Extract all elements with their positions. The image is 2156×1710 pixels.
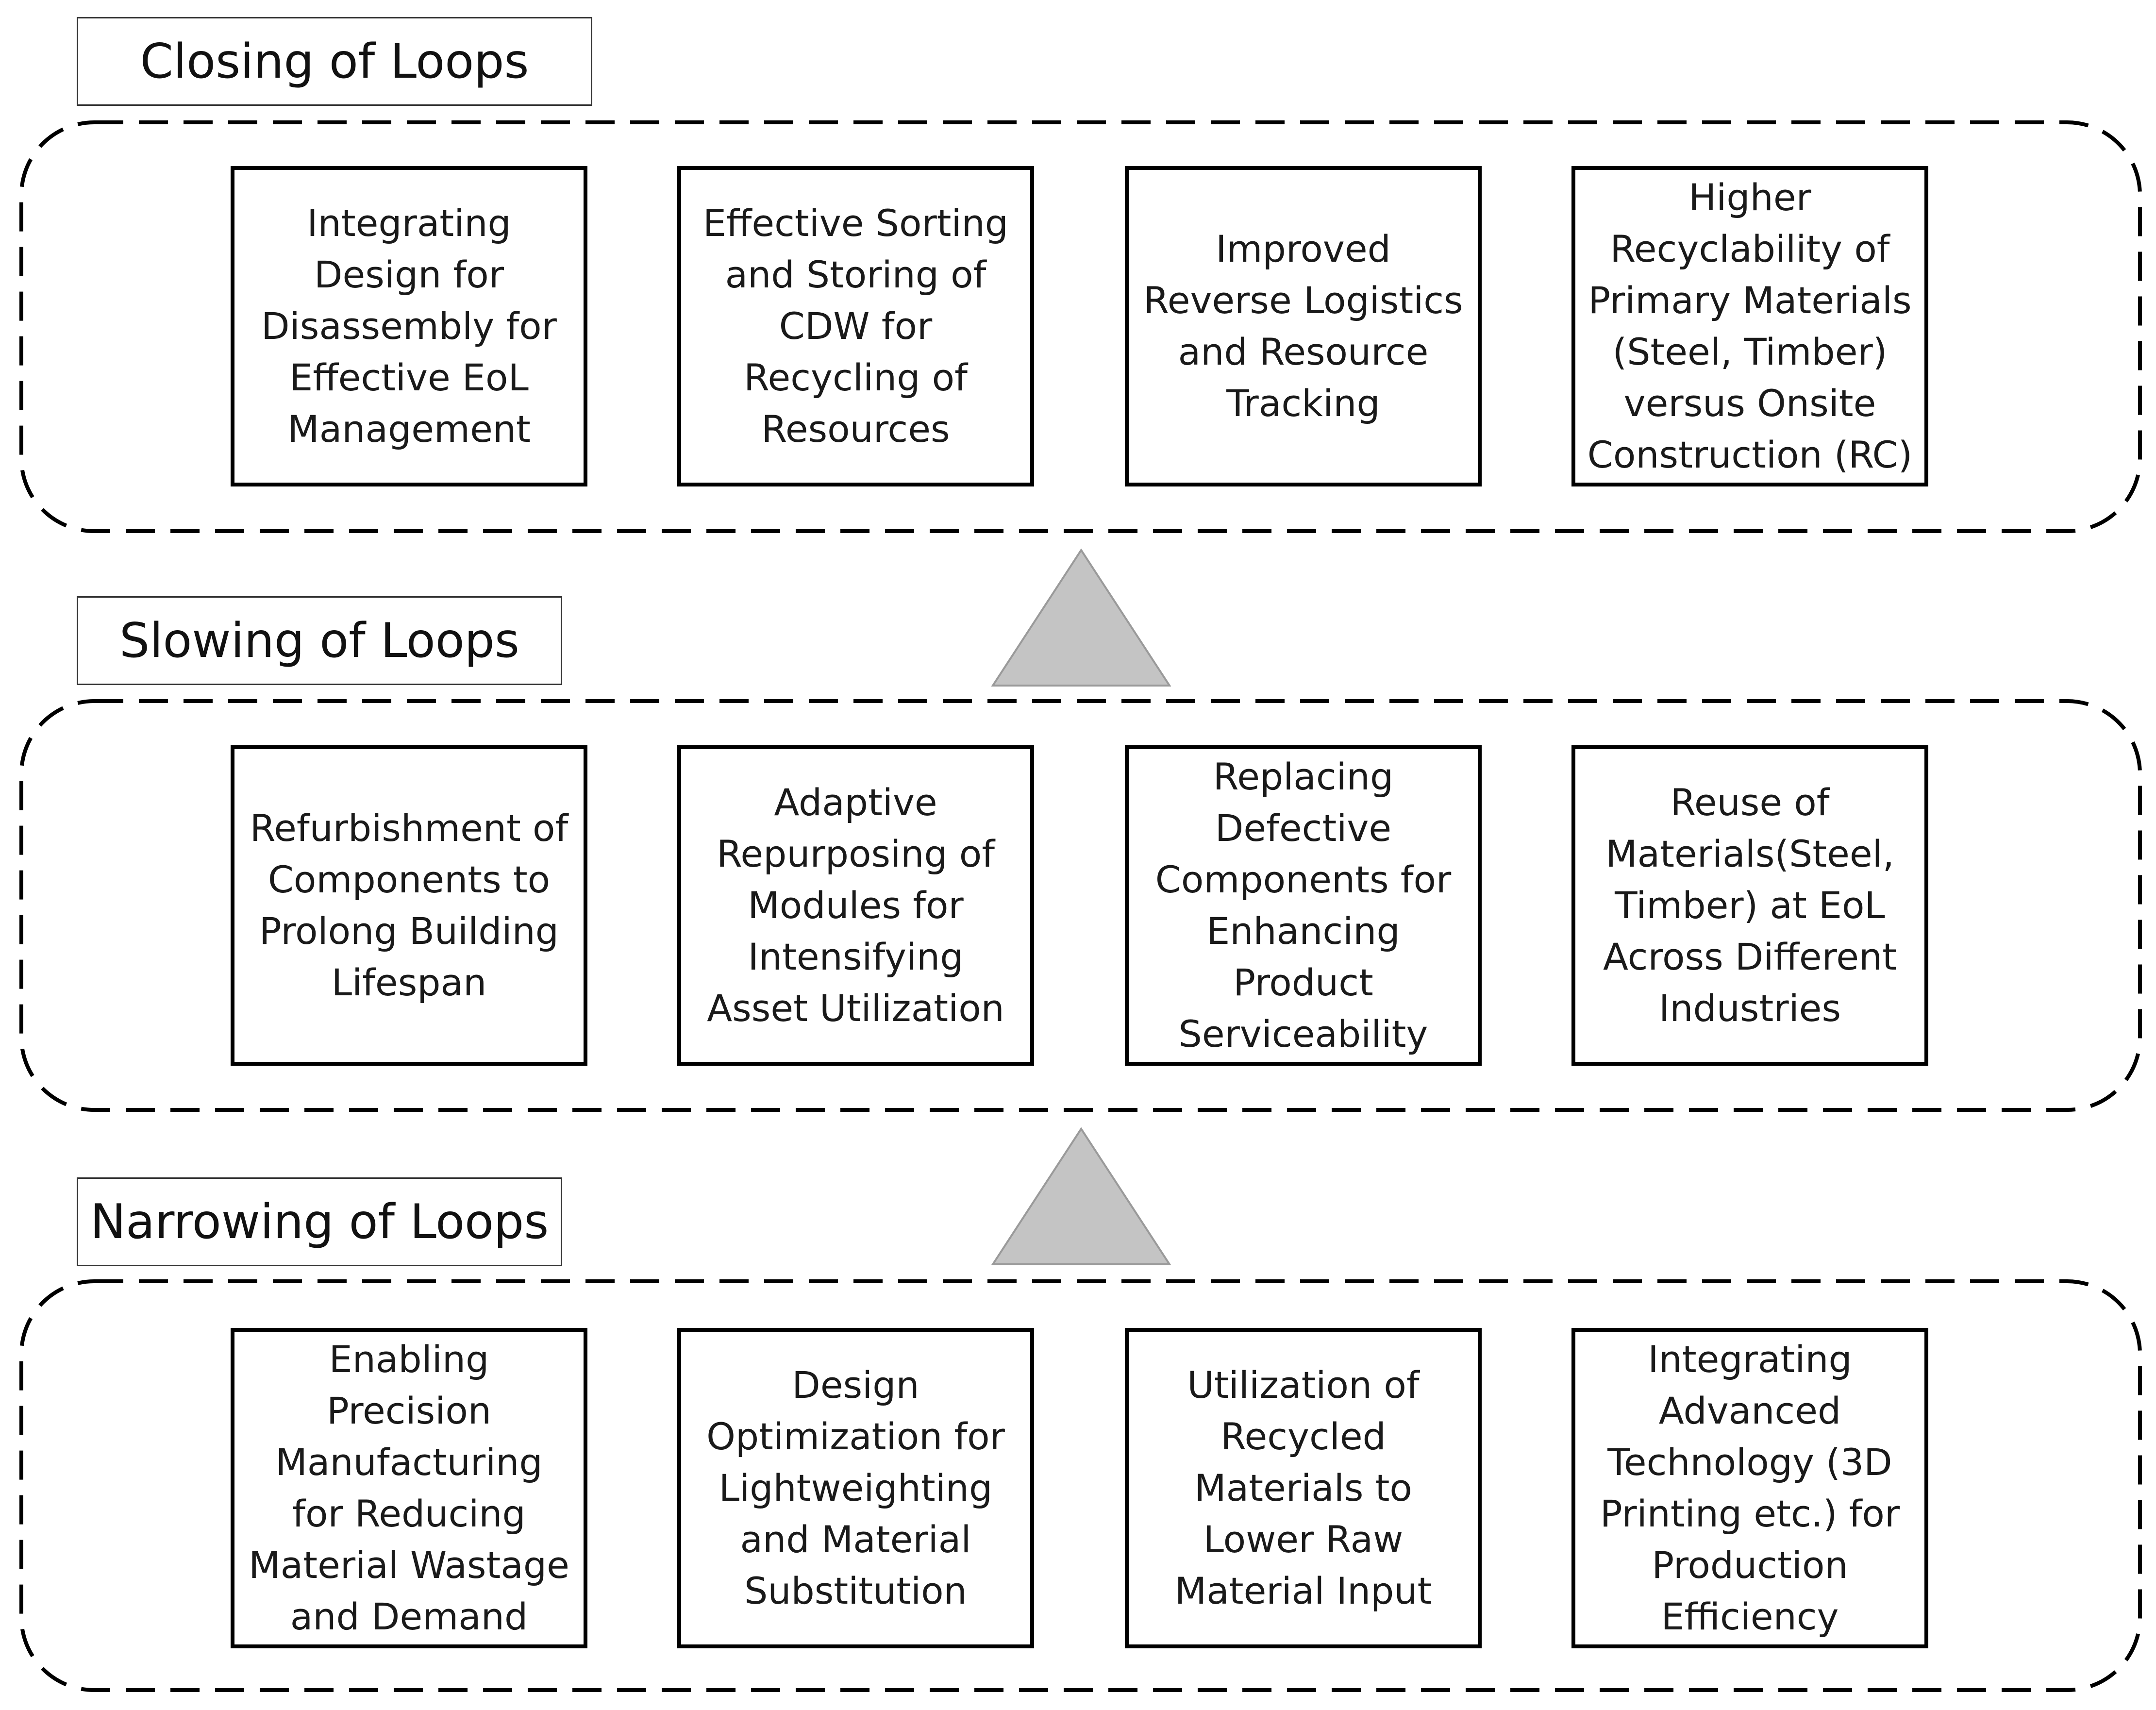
closing-item-1-label: Integrating Design for Disassembly for E… bbox=[261, 201, 557, 451]
closing-item-2-label: Effective Sorting and Storing of CDW for… bbox=[702, 201, 1009, 451]
slowing-item-2: Adaptive Repurposing of Modules for Inte… bbox=[677, 745, 1034, 1066]
closing-item-2: Effective Sorting and Storing of CDW for… bbox=[677, 166, 1034, 486]
narrowing-item-4-label: Integrating Advanced Technology (3D Prin… bbox=[1600, 1338, 1900, 1638]
slowing-item-4: Reuse of Materials(Steel, Timber) at EoL… bbox=[1571, 745, 1928, 1066]
slowing-item-3: Replacing Defective Components for Enhan… bbox=[1125, 745, 1482, 1066]
closing-loops-group bbox=[19, 120, 2142, 533]
closing-item-3-label: Improved Reverse Logistics and Resource … bbox=[1143, 227, 1463, 425]
triangle-up-icon bbox=[991, 1127, 1171, 1265]
narrowing-item-1-label: Enabling Precision Manufacturing for Red… bbox=[249, 1338, 569, 1638]
narrowing-item-2: Design Optimization for Lightweighting a… bbox=[677, 1328, 1034, 1648]
slowing-item-2-label: Adaptive Repurposing of Modules for Inte… bbox=[707, 781, 1004, 1030]
closing-item-3: Improved Reverse Logistics and Resource … bbox=[1125, 166, 1482, 486]
section-title-slowing: Slowing of Loops bbox=[77, 596, 562, 685]
slowing-item-1-label: Refurbishment of Components to Prolong B… bbox=[250, 806, 568, 1004]
dashed-frame bbox=[19, 1279, 2142, 1692]
section-title-closing: Closing of Loops bbox=[77, 17, 592, 106]
triangle-up-icon bbox=[991, 549, 1171, 687]
narrowing-loops-group bbox=[19, 1279, 2142, 1692]
slowing-loops-group bbox=[19, 699, 2142, 1112]
slowing-item-4-label: Reuse of Materials(Steel, Timber) at EoL… bbox=[1603, 781, 1897, 1030]
closing-item-4: Higher Recyclability of Primary Material… bbox=[1571, 166, 1928, 486]
narrowing-item-4: Integrating Advanced Technology (3D Prin… bbox=[1571, 1328, 1928, 1648]
section-title-narrowing: Narrowing of Loops bbox=[77, 1177, 562, 1266]
dashed-frame bbox=[19, 699, 2142, 1112]
closing-item-1: Integrating Design for Disassembly for E… bbox=[231, 166, 587, 486]
slowing-item-1: Refurbishment of Components to Prolong B… bbox=[231, 745, 587, 1066]
narrowing-item-2-label: Design Optimization for Lightweighting a… bbox=[706, 1363, 1005, 1612]
narrowing-item-3: Utilization of Recycled Materials to Low… bbox=[1125, 1328, 1482, 1648]
narrowing-item-3-label: Utilization of Recycled Materials to Low… bbox=[1174, 1363, 1432, 1612]
dashed-frame bbox=[19, 120, 2142, 533]
slowing-item-3-label: Replacing Defective Components for Enhan… bbox=[1155, 755, 1452, 1056]
closing-item-4-label: Higher Recyclability of Primary Material… bbox=[1587, 176, 1913, 476]
narrowing-item-1: Enabling Precision Manufacturing for Red… bbox=[231, 1328, 587, 1648]
